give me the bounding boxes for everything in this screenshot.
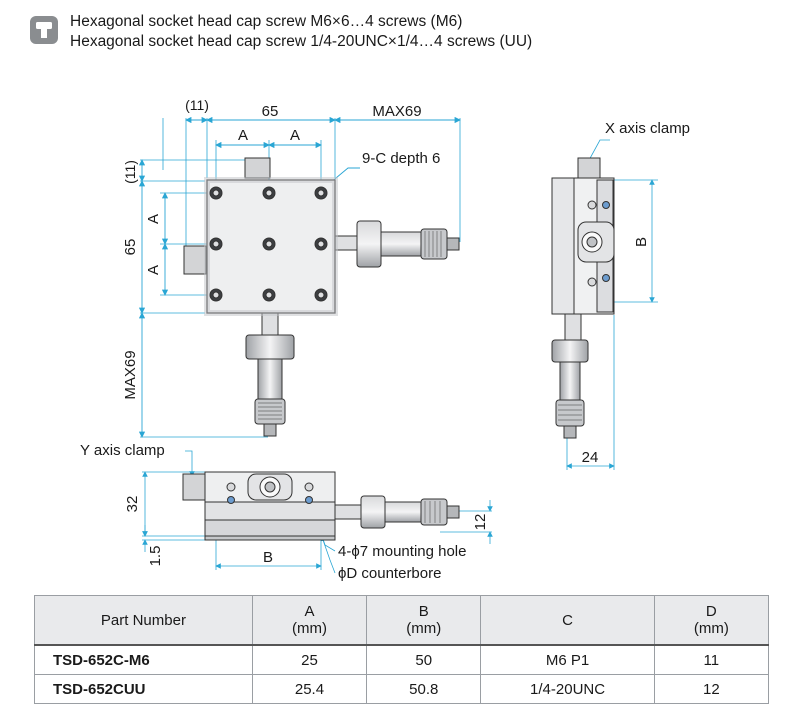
note-x-clamp: X axis clamp xyxy=(605,120,690,137)
dim-b-front: B xyxy=(263,549,273,566)
dim-a-lower: A xyxy=(145,265,162,275)
spec-table: Part Number A(mm) B(mm) C D(mm) TSD-652C… xyxy=(34,595,770,704)
front-view xyxy=(142,450,493,574)
dim-a-right: A xyxy=(290,127,300,144)
side-view xyxy=(551,139,658,470)
th-part-number: Part Number xyxy=(34,595,253,646)
cell-d: 11 xyxy=(653,644,770,675)
dim-left-11: (11) xyxy=(122,160,138,184)
cell-part-number: TSD-652C-M6 xyxy=(34,644,253,675)
note-y-clamp: Y axis clamp xyxy=(80,442,165,459)
note-holes: 9-C depth 6 xyxy=(362,150,440,167)
th-b: B(mm) xyxy=(366,595,482,646)
technical-drawing: (11) 65 MAX69 A A 9-C depth 6 (11) 65 MA… xyxy=(80,97,690,582)
top-view xyxy=(138,116,461,438)
dim-a-left: A xyxy=(238,127,248,144)
cell-c: 1/4-20UNC xyxy=(480,674,655,704)
table-row: TSD-652CUU 25.4 50.8 1/4-20UNC 12 xyxy=(34,674,770,704)
cell-part-number: TSD-652CUU xyxy=(34,674,253,704)
dim-12: 12 xyxy=(472,514,489,531)
dim-32: 32 xyxy=(124,496,141,513)
th-d: D(mm) xyxy=(653,595,770,646)
dim-left-max69: MAX69 xyxy=(122,350,139,399)
table-header-row: Part Number A(mm) B(mm) C D(mm) xyxy=(34,595,770,646)
dim-b-side: B xyxy=(633,237,650,247)
th-c: C xyxy=(480,595,655,646)
cell-c: M6 P1 xyxy=(480,644,655,675)
dim-top-max69: MAX69 xyxy=(372,103,421,120)
table-row: TSD-652C-M6 25 50 M6 P1 11 xyxy=(34,644,770,675)
cell-b: 50.8 xyxy=(366,674,482,704)
dim-1-5: 1.5 xyxy=(147,546,164,567)
cell-d: 12 xyxy=(653,674,770,704)
note-counterbore: ϕD counterbore xyxy=(338,565,441,582)
cell-b: 50 xyxy=(366,644,482,675)
dim-left-65: 65 xyxy=(122,239,139,256)
dim-top-11: (11) xyxy=(185,97,209,113)
header-note: Hexagonal socket head cap screw M6×6…4 s… xyxy=(30,12,790,62)
screw-note-uu: Hexagonal socket head cap screw 1/4-20UN… xyxy=(70,33,533,50)
dim-24: 24 xyxy=(582,449,599,466)
screw-note-m6: Hexagonal socket head cap screw M6×6…4 s… xyxy=(70,13,463,30)
cell-a: 25 xyxy=(251,644,368,675)
dim-a-upper: A xyxy=(145,214,162,224)
screw-icon xyxy=(30,16,58,44)
dim-top-65: 65 xyxy=(262,103,279,120)
cell-a: 25.4 xyxy=(251,674,368,704)
th-a: A(mm) xyxy=(251,595,368,646)
note-mounting-hole: 4-ϕ7 mounting hole xyxy=(338,543,466,560)
